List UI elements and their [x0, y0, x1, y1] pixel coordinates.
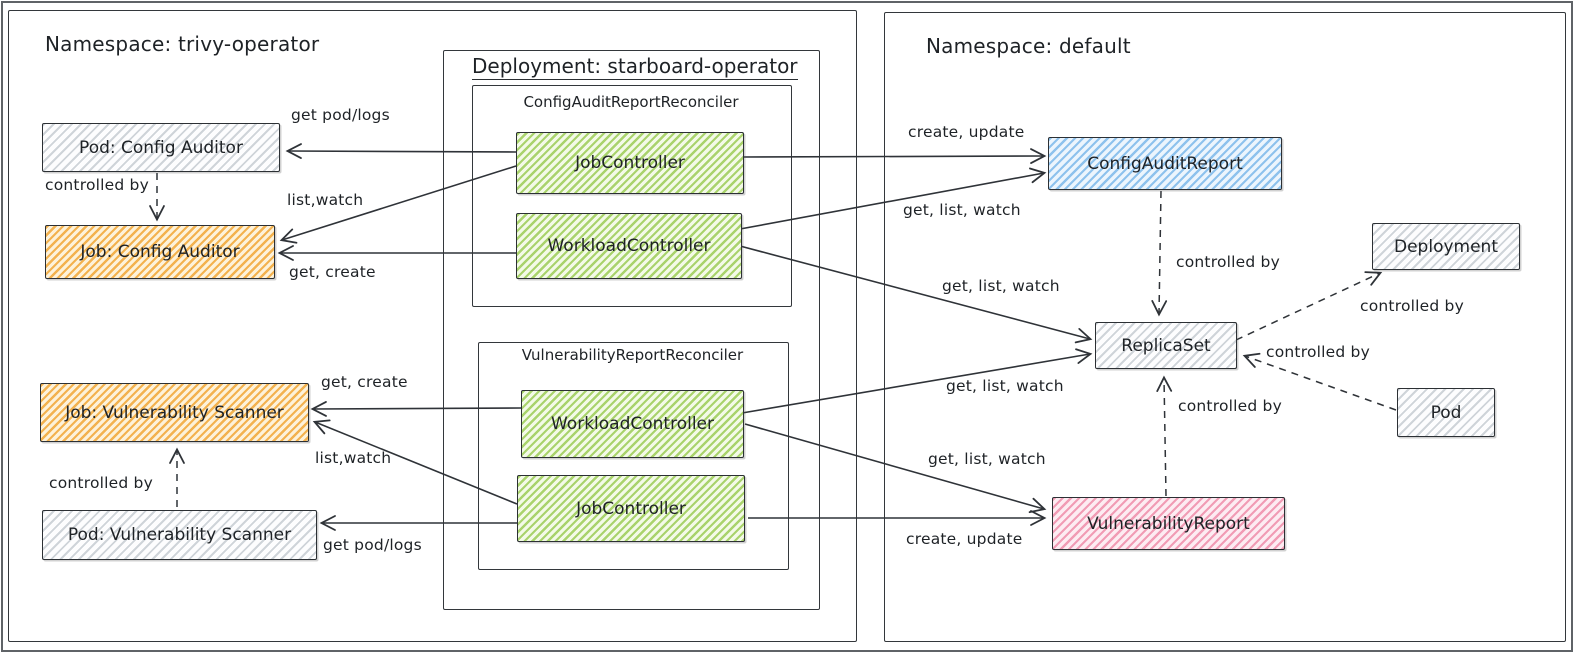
node-job-config-auditor: Job: Config Auditor — [45, 225, 275, 279]
node-jobcontroller-config-audit: JobController — [516, 132, 744, 194]
deployment-box-title: Deployment: starboard-operator — [472, 54, 798, 80]
edge-configauditreport-controlled-by-replicaset — [1151, 190, 1168, 317]
edge-pod-controlled-by-replicaset — [1242, 352, 1397, 411]
namespace-box-default — [884, 12, 1566, 642]
node-vulnerabilityreport: VulnerabilityReport — [1052, 497, 1285, 550]
config-audit-report-reconciler-box — [472, 85, 792, 307]
namespace-left-title: Namespace: trivy-operator — [45, 32, 320, 56]
node-deployment: Deployment — [1372, 223, 1520, 270]
node-pod: Pod — [1397, 388, 1495, 437]
edge-workloadcontroller-car-to-configauditreport — [739, 167, 1047, 230]
node-label: JobController — [576, 498, 686, 519]
edge-label-create-update-top: create, update — [908, 123, 1025, 141]
node-label: Pod — [1430, 402, 1462, 423]
node-label: Pod: Config Auditor — [79, 137, 243, 158]
edge-jobcontroller-vr-to-job-vuln-scanner-listwatch — [312, 419, 518, 505]
edge-vulnerabilityreport-controlled-by-replicaset — [1156, 375, 1173, 497]
edge-label-list-watch-bottom: list,watch — [315, 449, 392, 467]
edge-label-create-update-bottom: create, update — [906, 530, 1023, 548]
node-label: Job: Vulnerability Scanner — [65, 402, 284, 423]
config-audit-report-reconciler-title: ConfigAuditReportReconciler — [523, 93, 739, 111]
edge-workloadcontroller-vr-to-vulnerabilityreport — [744, 423, 1047, 514]
node-pod-vulnerability-scanner: Pod: Vulnerability Scanner — [42, 510, 317, 560]
node-label: WorkloadController — [547, 236, 711, 256]
node-jobcontroller-vuln: JobController — [517, 475, 745, 542]
edge-workloadcontroller-car-to-replicaset — [739, 245, 1093, 344]
edge-jobcontroller-car-to-configauditreport — [741, 148, 1047, 164]
node-pod-config-auditor: Pod: Config Auditor — [42, 123, 280, 172]
node-workloadcontroller-config-audit: WorkloadController — [516, 213, 742, 279]
node-job-vulnerability-scanner: Job: Vulnerability Scanner — [40, 383, 309, 442]
node-configauditreport: ConfigAuditReport — [1048, 137, 1282, 190]
edge-label-get-list-watch-2: get, list, watch — [942, 277, 1060, 295]
vulnerability-report-reconciler-title: VulnerabilityReportReconciler — [521, 346, 744, 364]
edge-jobcontroller-car-to-pod-config-auditor — [285, 143, 517, 159]
edge-label-get-create-bottom: get, create — [321, 373, 408, 391]
node-workloadcontroller-vuln: WorkloadController — [521, 390, 744, 458]
edge-label-controlled-by-deployment: controlled by — [1360, 297, 1464, 315]
node-label: ReplicaSet — [1121, 335, 1211, 356]
edge-label-controlled-by-configreport: controlled by — [1176, 253, 1280, 271]
edge-label-get-pod-logs-top: get pod/logs — [291, 106, 390, 124]
edge-label-get-create-top: get, create — [289, 263, 376, 281]
node-label: Job: Config Auditor — [80, 242, 240, 262]
edge-label-get-list-watch-4: get, list, watch — [928, 450, 1046, 468]
edge-label-get-pod-logs-bottom: get pod/logs — [323, 536, 422, 554]
edge-label-controlled-by-bottom-left: controlled by — [49, 474, 153, 492]
vulnerability-report-reconciler-box — [478, 342, 789, 570]
edge-label-get-list-watch-3: get, list, watch — [946, 377, 1064, 395]
node-label: VulnerabilityReport — [1087, 513, 1250, 534]
node-label: Deployment — [1394, 236, 1498, 257]
edge-workloadcontroller-vr-to-job-vuln-scanner-getcreate — [310, 401, 522, 417]
node-label: JobController — [575, 153, 685, 173]
edge-label-list-watch-top: list,watch — [287, 191, 364, 209]
deployment-starboard-operator-box — [443, 50, 820, 610]
namespace-box-trivy-operator — [8, 10, 857, 642]
edge-label-controlled-by-vulnreport: controlled by — [1178, 397, 1282, 415]
node-replicaset: ReplicaSet — [1095, 322, 1237, 369]
edge-label-controlled-by-pod: controlled by — [1266, 343, 1370, 361]
edge-label-get-list-watch-1: get, list, watch — [903, 201, 1021, 219]
edge-jobcontroller-car-to-job-config-auditor-listwatch — [279, 165, 517, 244]
edge-replicaset-controlled-by-deployment — [1235, 271, 1383, 341]
edge-workloadcontroller-vr-to-replicaset — [741, 348, 1093, 414]
namespace-right-title: Namespace: default — [926, 34, 1131, 58]
node-label: Pod: Vulnerability Scanner — [67, 525, 292, 545]
node-label: ConfigAuditReport — [1087, 153, 1243, 174]
node-label: WorkloadController — [550, 414, 714, 434]
edge-label-controlled-by-top-left: controlled by — [45, 176, 149, 194]
